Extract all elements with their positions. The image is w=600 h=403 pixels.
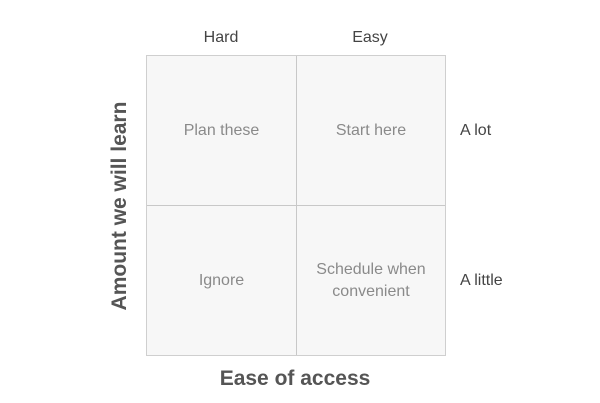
- column-header-easy: Easy: [352, 29, 388, 46]
- horizontal-divider: [147, 205, 445, 206]
- quadrant-label: Plan these: [183, 121, 260, 139]
- quadrant-grid: Plan these Start here Ignore Schedule wh…: [146, 55, 446, 356]
- quadrant-ignore: Ignore: [147, 206, 296, 355]
- quadrant-start-here: Start here: [297, 56, 445, 205]
- quadrant-label: Start here: [335, 121, 407, 139]
- row-header-a-lot: A lot: [460, 122, 492, 139]
- quadrant-label-line2: convenient: [332, 282, 410, 300]
- quadrant-schedule-when-convenient: Schedule when convenient: [297, 206, 445, 355]
- y-axis-label: Amount we will learn: [108, 101, 131, 311]
- row-header-a-little: A little: [460, 272, 503, 289]
- quadrant-plan-these: Plan these: [147, 56, 296, 205]
- x-axis-label: Ease of access: [219, 367, 371, 390]
- quadrant-label: Ignore: [198, 271, 245, 289]
- column-header-hard: Hard: [203, 29, 239, 46]
- quadrant-label-line1: Schedule when: [316, 260, 426, 278]
